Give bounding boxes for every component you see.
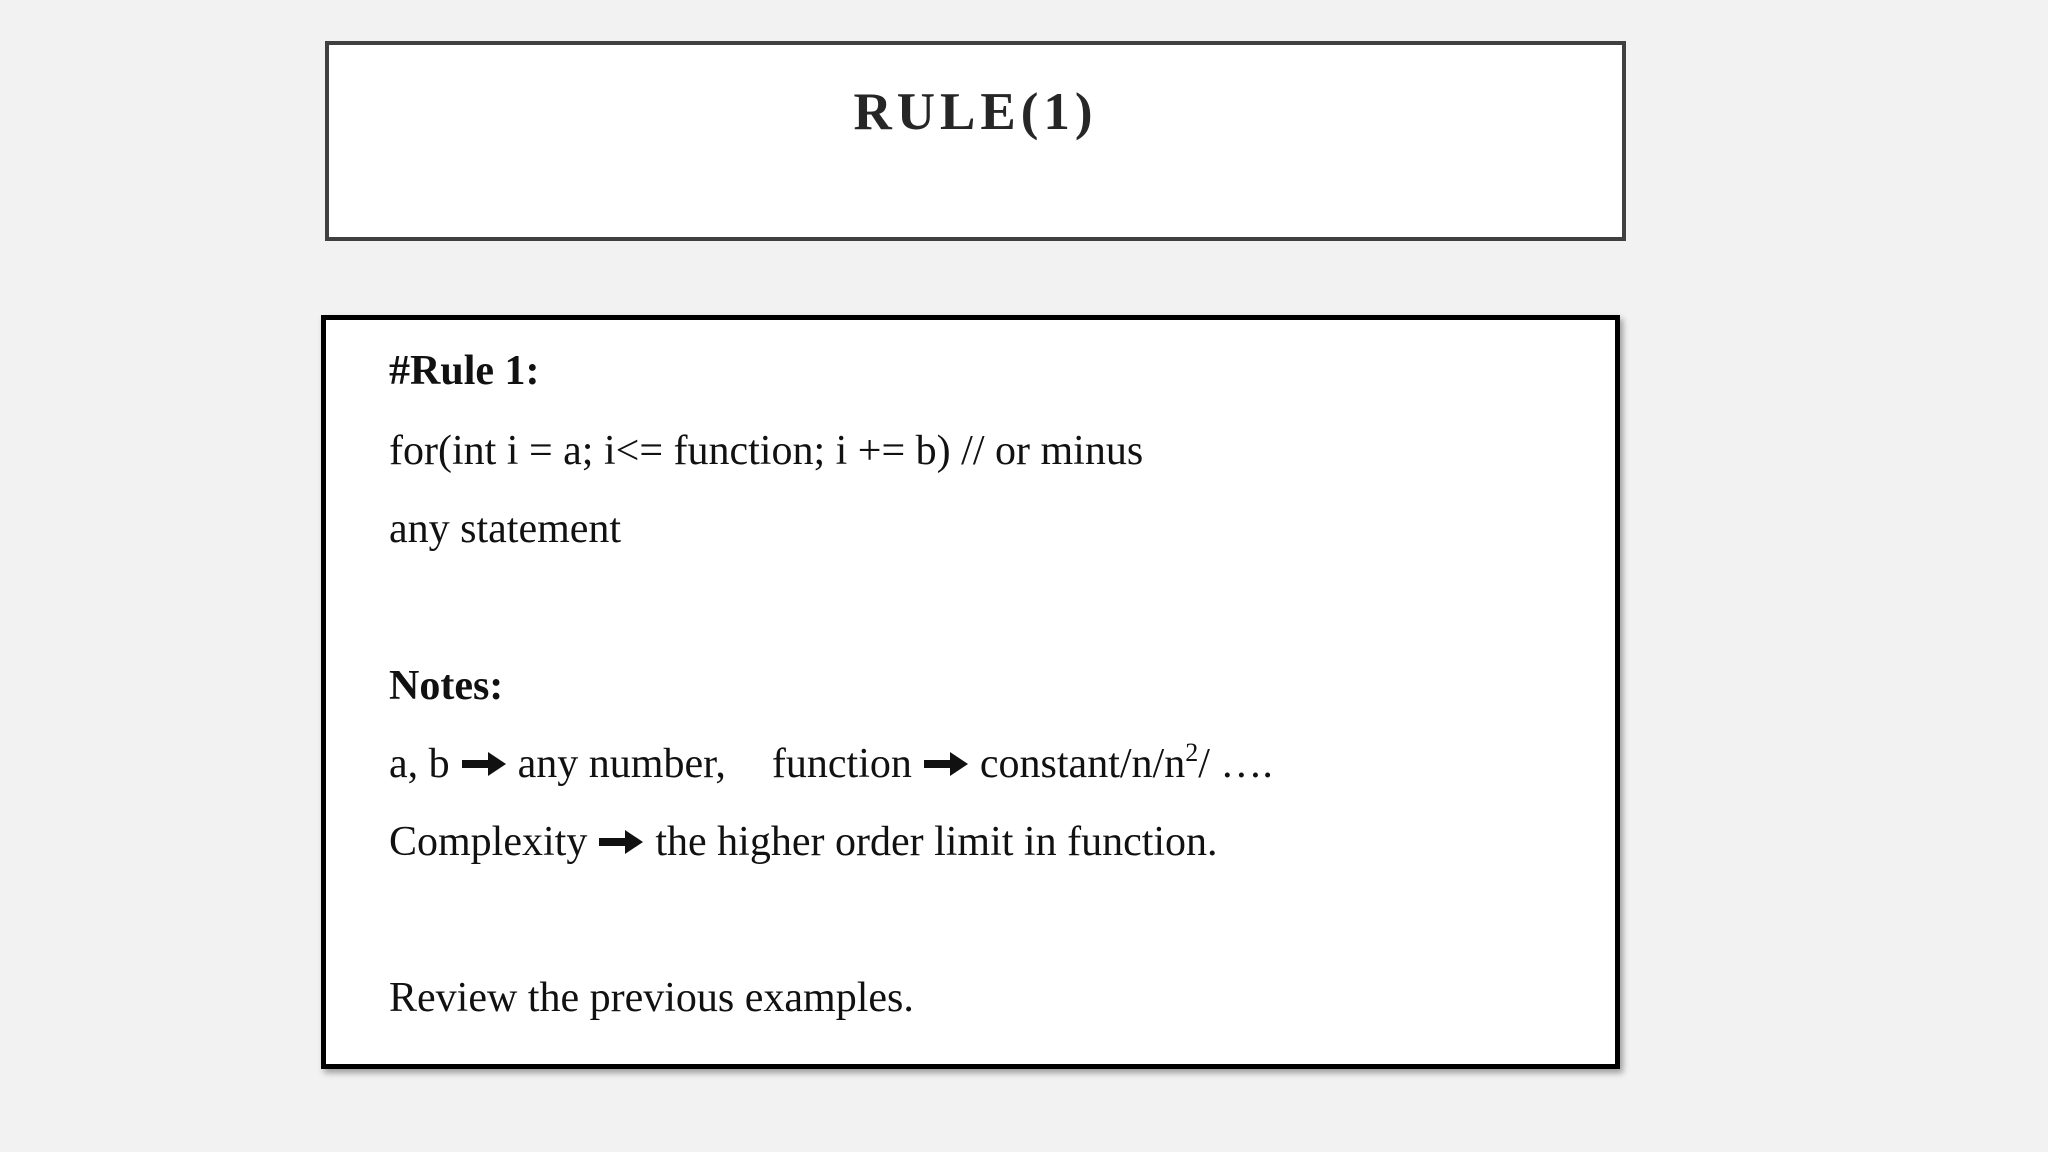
right-arrow-icon <box>597 827 645 857</box>
notes-line-1-tail: / …. <box>1198 741 1273 787</box>
footer-text: Review the previous examples. <box>389 975 914 1021</box>
notes-line-2: Complexity the higher order limit in func… <box>389 821 1218 863</box>
rule-heading: #Rule 1: <box>389 348 540 394</box>
notes-line-1-function: function <box>771 741 912 787</box>
notes-line-1-constant: constant/n/n <box>979 741 1186 787</box>
code-line: for(int i = a; i<= function; i += b) // … <box>389 428 1144 474</box>
statement-line: any statement <box>389 506 622 552</box>
right-arrow-icon <box>460 749 508 779</box>
notes-line-2-description: the higher order limit in function. <box>655 819 1218 865</box>
notes-heading: Notes: <box>389 663 504 709</box>
notes-line-1-vars: a, b <box>389 741 450 787</box>
notes-line-1-exponent: 2 <box>1185 738 1199 767</box>
content-box: #Rule 1: for(int i = a; i<= function; i … <box>321 315 1620 1069</box>
notes-line-1: a, b any number, function constant/n/n2/ …. <box>389 740 1273 787</box>
slide-title: RULE(1) <box>853 83 1098 141</box>
right-arrow-icon <box>922 749 970 779</box>
notes-line-2-complexity: Complexity <box>389 819 588 865</box>
notes-line-1-any-number: any number, <box>517 741 726 787</box>
title-box: RULE(1) <box>325 41 1626 241</box>
